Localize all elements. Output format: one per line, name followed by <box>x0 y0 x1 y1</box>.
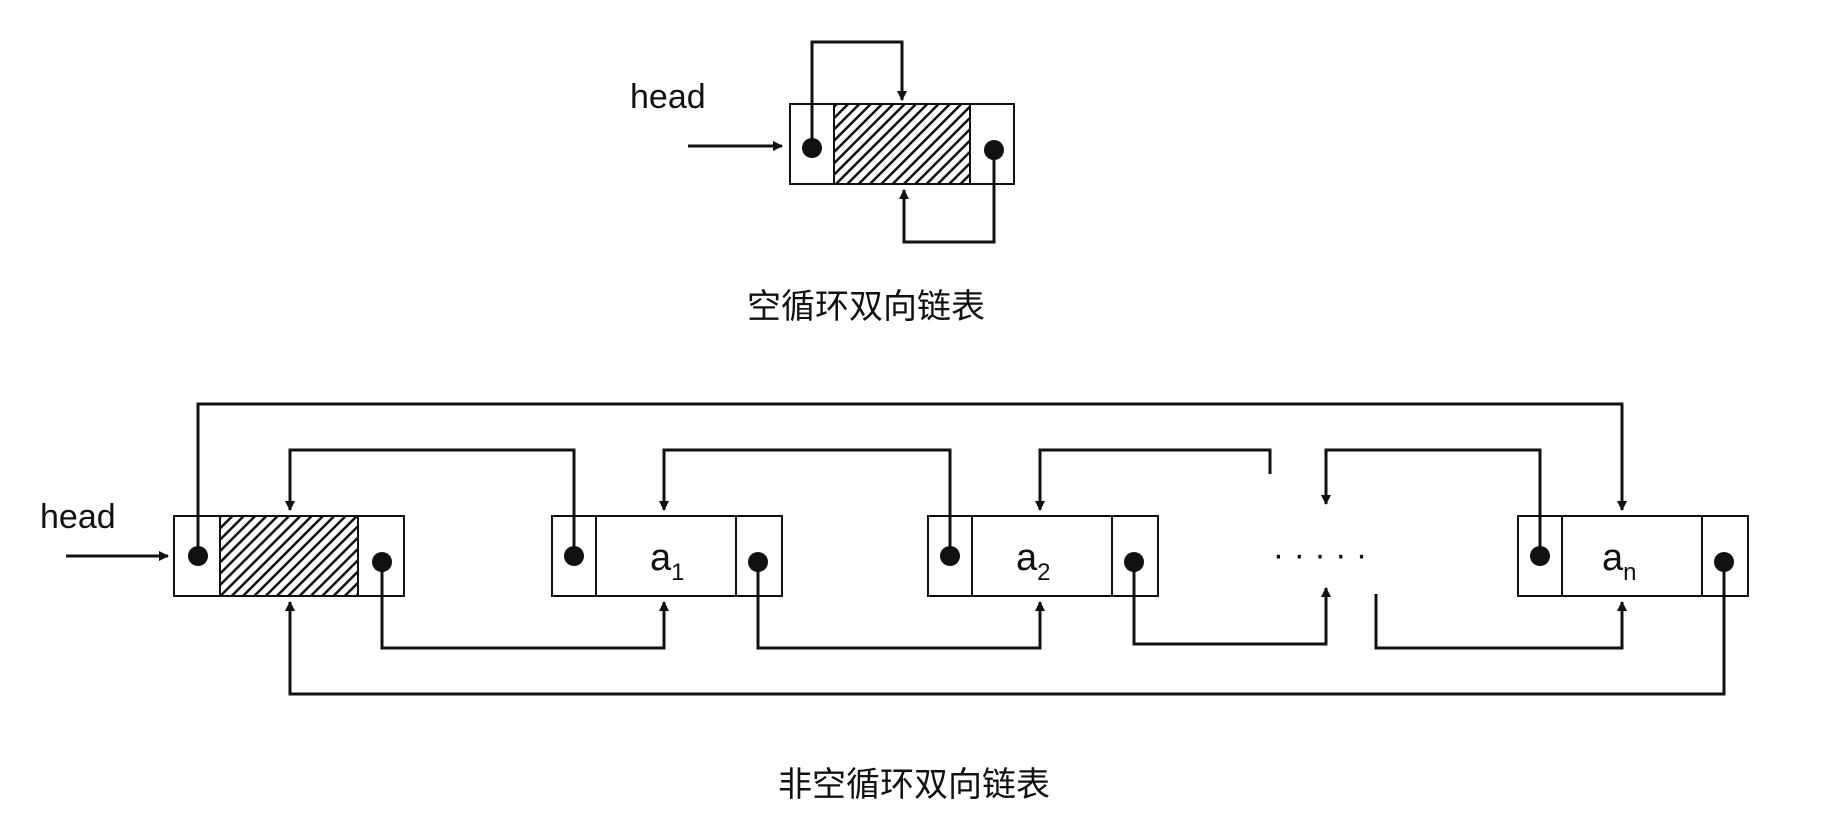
node-data-label: an <box>1602 537 1637 586</box>
empty-list-caption: 空循环双向链表 <box>747 287 985 327</box>
node-frame <box>551 515 783 597</box>
head-node-data-field <box>219 515 359 597</box>
head-node-data-field <box>833 103 971 185</box>
a1-next-to-a2-arrow <box>756 562 1045 650</box>
nonempty-list-diagram: head a1 a2 · · · · · <box>40 402 1749 805</box>
prior-self-loop-arrow <box>810 40 907 146</box>
ellipsis: · · · · · <box>1273 536 1367 574</box>
head-label: head <box>40 498 116 536</box>
node-frame <box>1517 515 1749 597</box>
next-prior-to-a2-arrow <box>1035 448 1272 511</box>
head-next-to-a1-arrow <box>380 562 669 650</box>
head-node <box>173 515 405 597</box>
a2-next-arrow <box>1132 562 1331 646</box>
prior-pointer-dot <box>802 138 822 158</box>
empty-list-diagram: head 空循环双向链表 <box>630 40 1015 327</box>
list-node-a2: a2 <box>927 515 1159 597</box>
an-next-to-head-arrow <box>285 562 1726 696</box>
node-frame <box>927 515 1159 597</box>
a2-prior-to-a1-arrow <box>659 448 952 556</box>
head-node <box>789 103 1015 185</box>
list-node-an: an <box>1517 515 1749 597</box>
head-label: head <box>630 78 706 116</box>
node-data-label: a2 <box>1016 537 1051 586</box>
head-prior-to-an-arrow <box>196 402 1627 556</box>
a1-prior-to-head-arrow <box>285 448 576 556</box>
next-self-loop-arrow <box>899 150 996 244</box>
nonempty-list-caption: 非空循环双向链表 <box>778 765 1050 805</box>
an-prior-arrow <box>1321 448 1542 556</box>
list-node-a1: a1 <box>551 515 783 597</box>
prev-next-to-an-arrow <box>1374 594 1627 650</box>
node-data-label: a1 <box>650 537 685 586</box>
